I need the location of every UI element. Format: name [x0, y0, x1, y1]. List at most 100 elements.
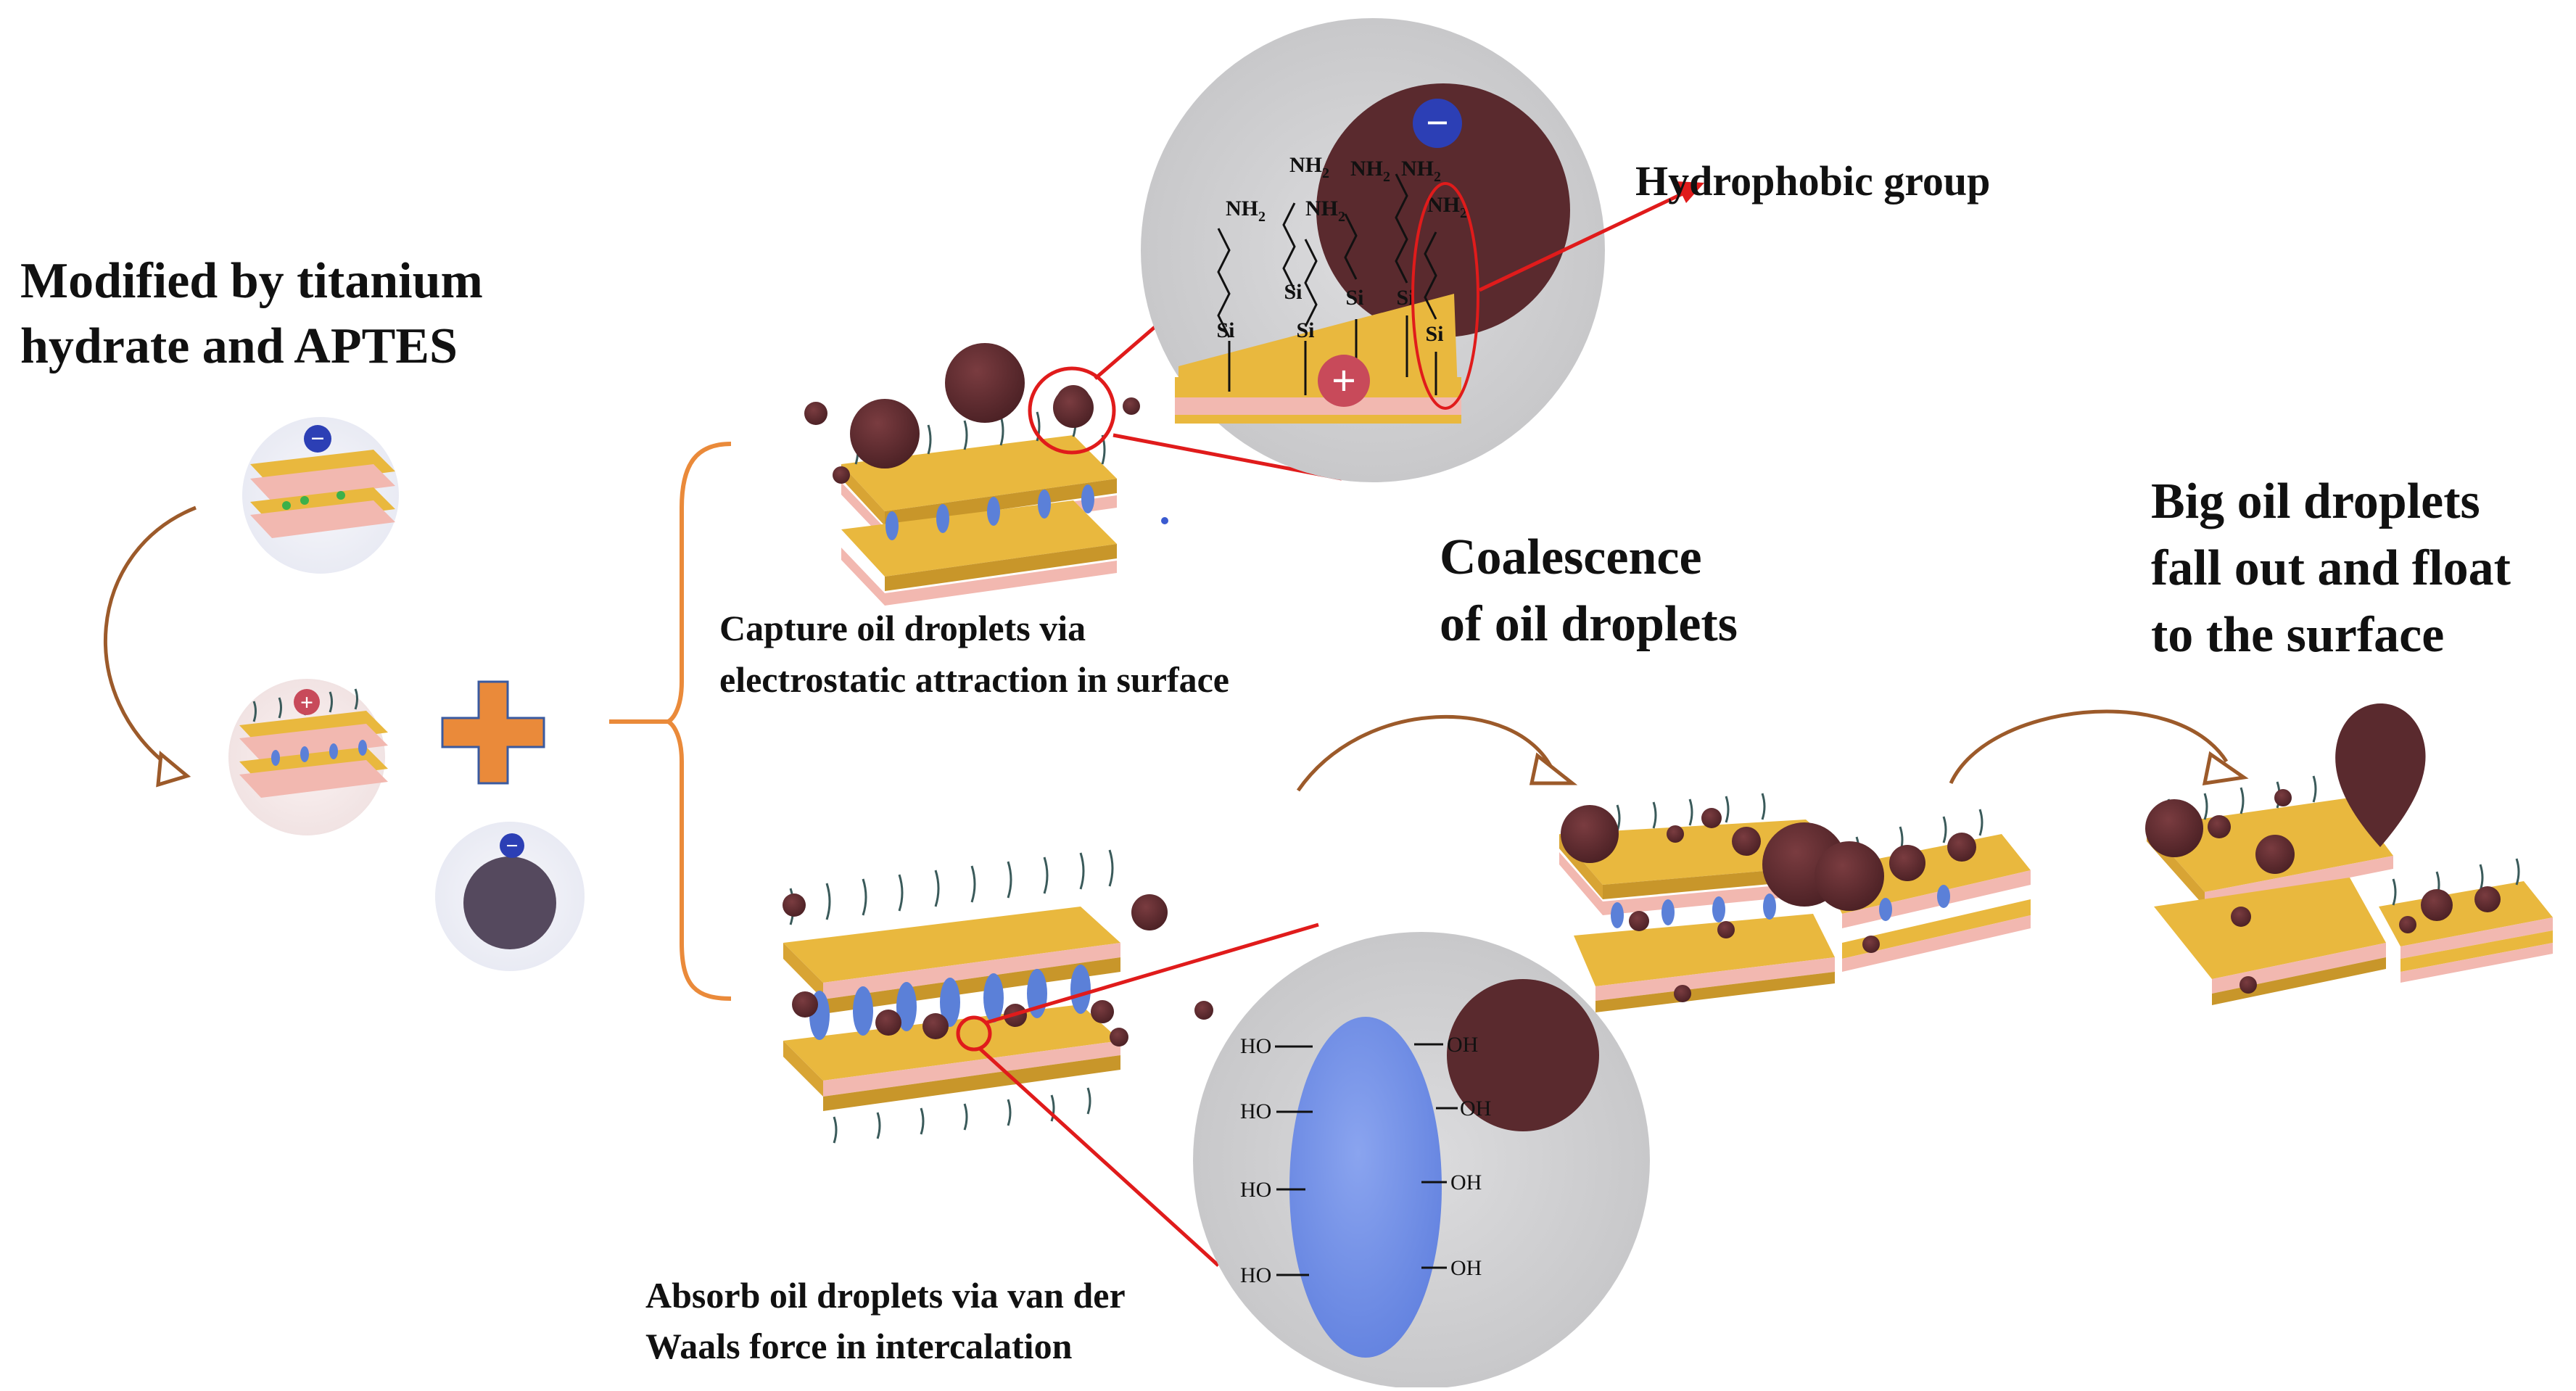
floating-oil-droplet — [2421, 889, 2453, 921]
absorb-caption-line2: Waals force in intercalation — [645, 1326, 1073, 1366]
hydrophobic-arrow — [1478, 186, 1695, 292]
hydroxyl-label: OH — [1460, 1097, 1491, 1120]
floating-oil-droplet — [2208, 815, 2231, 838]
positive-charge-sign: + — [300, 689, 313, 715]
si-label: Si — [1425, 322, 1443, 346]
electrostatic-zoom-view: − Si Si Si Si Si Si NH2 NH2 — [1141, 18, 1605, 482]
captured-oil-droplet — [833, 466, 850, 484]
intercalated-oil-droplet — [1091, 1000, 1114, 1023]
intercalated-oil-droplet — [922, 1013, 949, 1039]
coalescing-oil-droplet — [1629, 911, 1649, 931]
hydroxyl-label: OH — [1447, 1033, 1478, 1057]
plain-ldh-stack — [250, 450, 395, 538]
floating-oil-droplet — [2474, 886, 2501, 912]
large-floating-droplet — [2335, 703, 2426, 847]
modification-title-line1: Modified by titanium — [20, 253, 483, 309]
floating-oil-droplet — [2231, 907, 2251, 927]
intercalated-oil-droplet — [783, 893, 806, 917]
zoom-line — [986, 922, 1319, 1025]
oil-droplet-negative-sign: − — [505, 834, 518, 858]
coalescing-oil-droplet — [1667, 825, 1684, 843]
nh2-label: NH2 — [1350, 157, 1390, 185]
positive-charge-badge — [294, 689, 320, 715]
orange-bracket — [609, 442, 732, 1001]
captured-oil-droplet — [1123, 397, 1140, 415]
zoom-marker-circle — [1028, 366, 1116, 455]
coalescence-title-line1: Coalescence — [1440, 529, 1702, 585]
hydrophobic-group-highlight — [1411, 182, 1479, 410]
hydroxyl-label: OH — [1450, 1256, 1482, 1280]
hydroxyl-label: HO — [1240, 1263, 1271, 1287]
si-label: Si — [1345, 286, 1363, 310]
hydroxyl-label: HO — [1240, 1034, 1271, 1058]
floating-oil-droplet — [2239, 976, 2257, 994]
hydrophobic-group-label: Hydrophobic group — [1635, 157, 1991, 205]
oil-droplet — [463, 857, 556, 949]
absorb-ldh-model — [783, 849, 1213, 1144]
negative-charge-sign: − — [310, 426, 324, 453]
nh2-label: NH2 — [1226, 197, 1266, 225]
coalescing-oil-droplet — [1561, 805, 1619, 863]
coalescing-oil-droplet — [1701, 808, 1722, 828]
modification-title-line2: hydrate and APTES — [20, 318, 458, 374]
negative-charge-badge — [304, 425, 331, 453]
si-label: Si — [1296, 318, 1314, 342]
hydrophobic-arrow-head — [1675, 181, 1704, 203]
modified-ldh-stack — [239, 688, 388, 798]
float-title-line1: Big oil droplets — [2151, 474, 2480, 529]
van-der-waals-zoom-view: HO HO HO HO OH OH OH OH — [1193, 932, 1650, 1389]
coalescing-oil-droplet — [1732, 827, 1761, 856]
zoom-oil-droplet-bottom — [1447, 979, 1599, 1131]
intercalated-oil-droplet — [1110, 1028, 1128, 1047]
zoom-positive-badge — [1318, 355, 1370, 407]
modification-arrow — [103, 505, 197, 772]
capture-ldh-model — [804, 343, 1168, 606]
coalescence-ldh-model — [1559, 793, 2031, 1012]
floating-oil-droplet — [2255, 835, 2295, 874]
floating-oil-droplet — [2274, 789, 2292, 806]
intercalated-oil-droplet — [1131, 894, 1168, 930]
captured-oil-droplet — [945, 343, 1025, 423]
intercalated-oil-droplet — [792, 991, 818, 1018]
si-label: Si — [1284, 280, 1302, 304]
floating-oil-droplet — [2145, 799, 2203, 857]
coalescing-oil-droplet — [1947, 833, 1976, 862]
zoom-negative-badge — [1413, 99, 1462, 148]
modification-arrow-head — [156, 751, 191, 788]
captured-oil-droplet — [1053, 387, 1094, 428]
float-title-line2: fall out and float — [2151, 540, 2511, 596]
coalescence-arrow — [1296, 714, 1554, 792]
coalescing-oil-droplet — [1815, 841, 1884, 911]
left-precursor-group: − + − — [103, 417, 585, 971]
zoom-positive-sign: + — [1332, 357, 1356, 405]
coalescence-title-line2: of oil droplets — [1440, 596, 1738, 652]
intercalated-oil-droplet — [1194, 1001, 1213, 1020]
intercalated-oil-droplet — [875, 1010, 901, 1036]
capture-caption-line1: Capture oil droplets via — [719, 608, 1086, 648]
zoom-negative-sign: − — [1426, 101, 1449, 146]
float-arrow — [1949, 709, 2229, 785]
nh2-label: NH2 — [1289, 153, 1329, 181]
orange-plus-icon — [441, 680, 545, 785]
coalescing-oil-droplet — [1889, 845, 1925, 881]
captured-oil-droplet — [804, 402, 827, 425]
zoom-line — [978, 1047, 1220, 1267]
zoom-substrate — [1178, 294, 1458, 392]
captured-oil-droplet — [850, 399, 920, 469]
nh2-label: NH2 — [1427, 193, 1467, 221]
coalescing-oil-droplet — [1862, 936, 1880, 953]
float-title-line3: to the surface — [2151, 607, 2445, 663]
coalescing-oil-droplet — [1674, 985, 1691, 1002]
nh2-label: NH2 — [1401, 157, 1441, 185]
zoom-oil-droplet — [1316, 83, 1570, 337]
coalescing-oil-droplet — [1717, 921, 1735, 938]
floating-oil-droplet — [2399, 916, 2416, 933]
coalescence-arrow-head — [1529, 752, 1578, 785]
zoom-line — [1094, 318, 1165, 380]
hydroxyl-label: HO — [1240, 1099, 1271, 1123]
capture-caption-line2: electrostatic attraction in surface — [719, 659, 1229, 700]
float-arrow-head — [2202, 751, 2249, 785]
hydroxyl-label: HO — [1240, 1178, 1271, 1202]
